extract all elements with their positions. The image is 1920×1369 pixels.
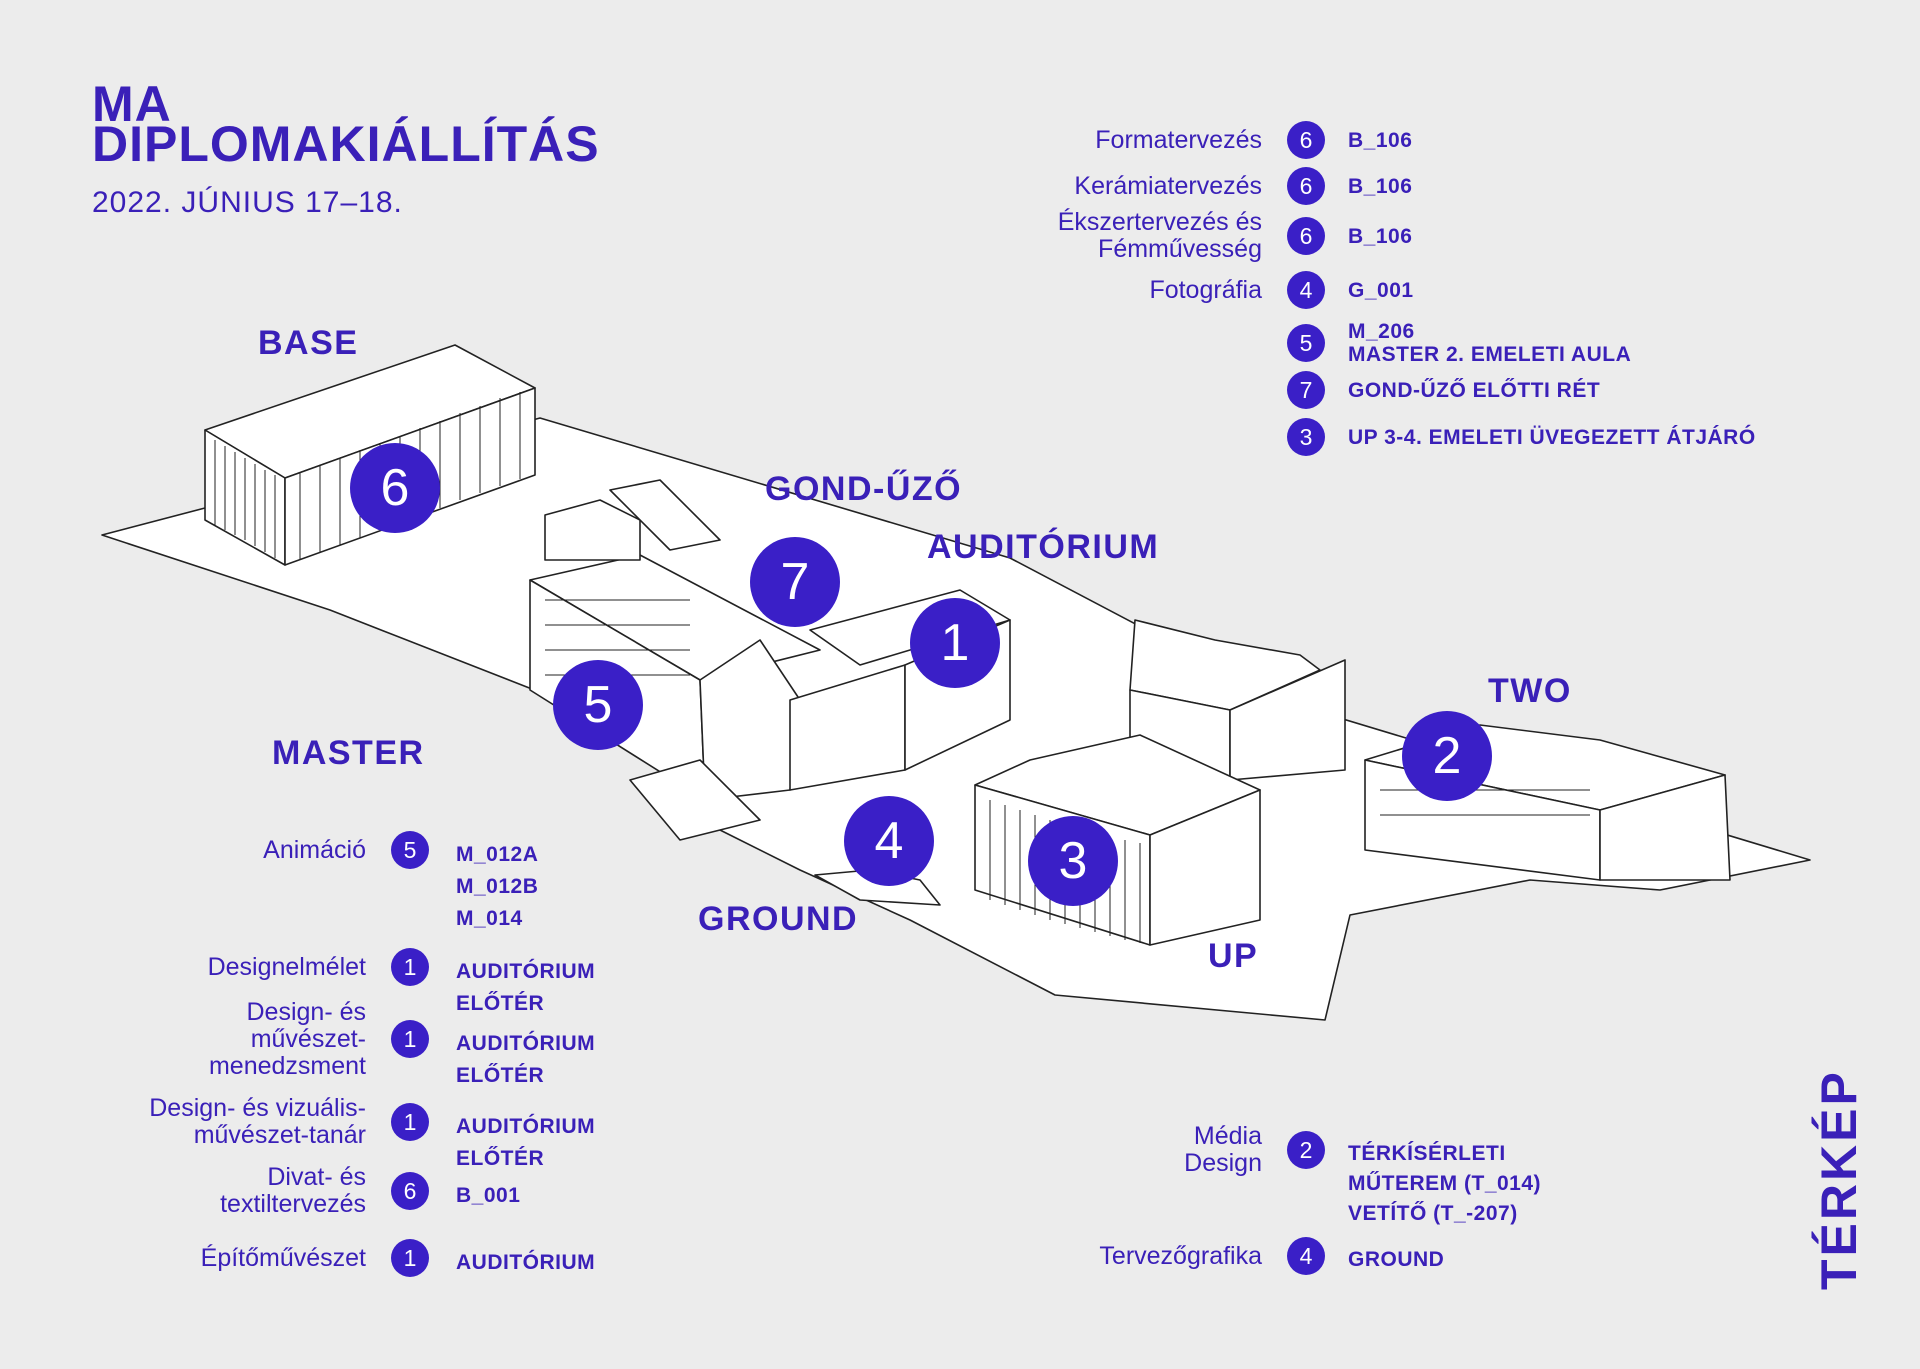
legend-badge-6: 6 xyxy=(1287,121,1325,159)
map-marker-number: 7 xyxy=(780,553,810,611)
event-date: 2022. JÚNIUS 17–18. xyxy=(92,186,403,219)
legend-room: B_001 xyxy=(456,1184,521,1207)
gond-roof xyxy=(609,479,721,551)
master-stairs xyxy=(629,759,761,841)
legend-room: B_106 xyxy=(1348,128,1413,152)
legend-room: GOND-ŰZŐ ELŐTTI RÉT xyxy=(1348,378,1601,402)
legend-badge-3: 3 xyxy=(1287,418,1325,456)
legend-badge-6: 6 xyxy=(391,1172,429,1210)
building-label-two: TWO xyxy=(1488,672,1572,710)
map-marker-7[interactable]: 7 xyxy=(750,537,840,627)
map-marker-4[interactable]: 4 xyxy=(844,796,934,886)
title-line-2: DIPLOMAKIÁLLÍTÁS xyxy=(92,116,600,172)
up-left-side xyxy=(1229,659,1346,781)
legend-badge-2: 2 xyxy=(1287,1131,1325,1169)
legend-label: Animáció xyxy=(263,835,366,864)
page-title: MA DIPLOMAKIÁLLÍTÁS xyxy=(92,79,600,169)
legend-badge-6: 6 xyxy=(1287,217,1325,255)
building-label-up: UP xyxy=(1208,937,1259,975)
map-marker-number: 2 xyxy=(1432,727,1462,785)
legend-badge-6: 6 xyxy=(1287,167,1325,205)
map-marker-number: 3 xyxy=(1058,832,1088,890)
map-marker-1[interactable]: 1 xyxy=(910,598,1000,688)
legend-label: Formatervezés xyxy=(1095,125,1262,154)
legend-room: UP 3-4. EMELETI ÜVEGEZETT ÁTJÁRÓ xyxy=(1348,425,1756,449)
legend-badge-7: 7 xyxy=(1287,371,1325,409)
building-label-auditorium: AUDITÓRIUM xyxy=(927,528,1160,566)
legend-label: Tervezőgrafika xyxy=(1099,1241,1262,1270)
legend-badge-5: 5 xyxy=(1287,324,1325,362)
gond-front xyxy=(544,499,641,561)
map-marker-number: 6 xyxy=(380,459,410,517)
legend-badge-1: 1 xyxy=(391,948,429,986)
map-marker-6[interactable]: 6 xyxy=(350,443,440,533)
legend-badge-5: 5 xyxy=(391,831,429,869)
map-marker-number: 4 xyxy=(874,812,904,870)
building-label-ground: GROUND xyxy=(698,900,859,938)
building-label-master: MASTER xyxy=(272,734,425,772)
map-marker-5[interactable]: 5 xyxy=(553,660,643,750)
legend-badge-1: 1 xyxy=(391,1020,429,1058)
map-marker-3[interactable]: 3 xyxy=(1028,816,1118,906)
legend-label: Építőművészet xyxy=(200,1243,366,1272)
legend-badge-4: 4 xyxy=(1287,271,1325,309)
legend-room: B_106 xyxy=(1348,224,1413,248)
legend-label: Design- és vizuális-művészet-tanár xyxy=(149,1094,366,1149)
building-label-gond-uzo: GOND-ŰZŐ xyxy=(765,470,963,508)
legend-badge-1: 1 xyxy=(391,1103,429,1141)
legend-room: AUDITÓRIUM xyxy=(456,1251,596,1274)
map-marker-number: 5 xyxy=(583,676,613,734)
legend-room: G_001 xyxy=(1348,278,1414,302)
title-line-1: MA xyxy=(92,76,172,132)
up-side xyxy=(1149,789,1261,946)
legend-label: Kerámiatervezés xyxy=(1074,171,1262,200)
legend-room: GROUND xyxy=(1348,1248,1445,1271)
legend-label: Fotográfia xyxy=(1149,275,1262,304)
building-label-base: BASE xyxy=(258,324,359,362)
map-marker-number: 1 xyxy=(940,614,970,672)
legend-badge-1: 1 xyxy=(391,1239,429,1277)
map-marker-2[interactable]: 2 xyxy=(1402,711,1492,801)
side-title: TÉRKÉP xyxy=(1811,1069,1867,1290)
legend-room: B_106 xyxy=(1348,174,1413,198)
legend-badge-4: 4 xyxy=(1287,1237,1325,1275)
two-side xyxy=(1599,774,1731,881)
legend-label: Designelmélet xyxy=(207,952,366,981)
